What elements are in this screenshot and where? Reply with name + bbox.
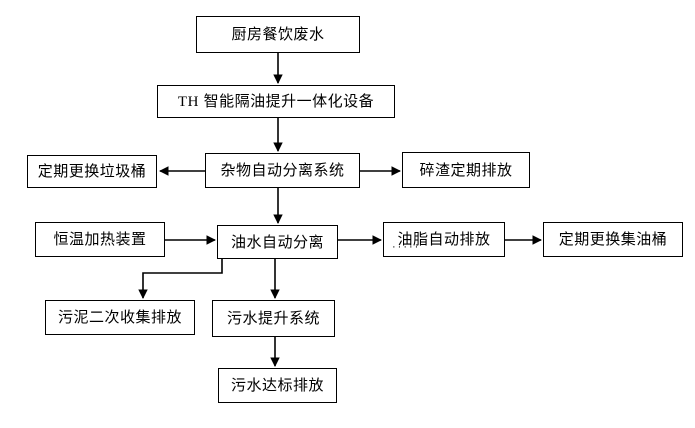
node-label-cjk: 智能隔油提升一体化设备 (198, 92, 375, 110)
node-sewage-lifting-system[interactable]: 污水提升系统 (212, 300, 335, 337)
edge-n6-n10 (138, 259, 223, 299)
node-compliant-sewage-discharge[interactable]: 污水达标排放 (218, 368, 337, 403)
dotted-decoration: ····· (392, 241, 421, 253)
node-label: 油脂自动排放 (397, 231, 491, 248)
node-label: 污水提升系统 (226, 310, 320, 327)
node-periodic-trash-bin-replacement[interactable]: 定期更换垃圾桶 (27, 155, 157, 188)
node-label: 定期更换集油桶 (558, 231, 668, 248)
node-label: 污水达标排放 (230, 377, 324, 394)
node-sludge-secondary-collection-discharge[interactable]: 污泥二次收集排放 (45, 300, 195, 335)
node-oil-water-auto-separation[interactable]: 油水自动分离 (217, 225, 338, 259)
node-label-lead: TH (177, 93, 199, 110)
node-label: 污泥二次收集排放 (57, 309, 182, 326)
node-periodic-grease-barrel-replacement[interactable]: 定期更换集油桶 (543, 222, 683, 257)
node-automatic-grease-discharge[interactable]: 油脂自动排放 ····· (383, 222, 505, 257)
node-label: 杂物自动分离系统 (220, 162, 345, 179)
node-label: 定期更换垃圾桶 (37, 163, 147, 180)
node-scheduled-residue-discharge[interactable]: 碎渣定期排放 (402, 152, 530, 188)
node-label: 厨房餐饮废水 (231, 26, 325, 43)
node-th-integrated-equipment[interactable]: TH 智能隔油提升一体化设备 (157, 85, 395, 118)
node-kitchen-wastewater[interactable]: 厨房餐饮废水 (196, 16, 360, 53)
node-label: 恒温加热装置 (53, 231, 147, 248)
node-label: 碎渣定期排放 (419, 161, 513, 179)
node-label: 油水自动分离 (230, 233, 324, 251)
node-label: TH 智能隔油提升一体化设备 (178, 94, 374, 110)
node-debris-auto-separation-system[interactable]: 杂物自动分离系统 (205, 153, 360, 188)
node-constant-temperature-heater[interactable]: 恒温加热装置 (35, 222, 165, 257)
